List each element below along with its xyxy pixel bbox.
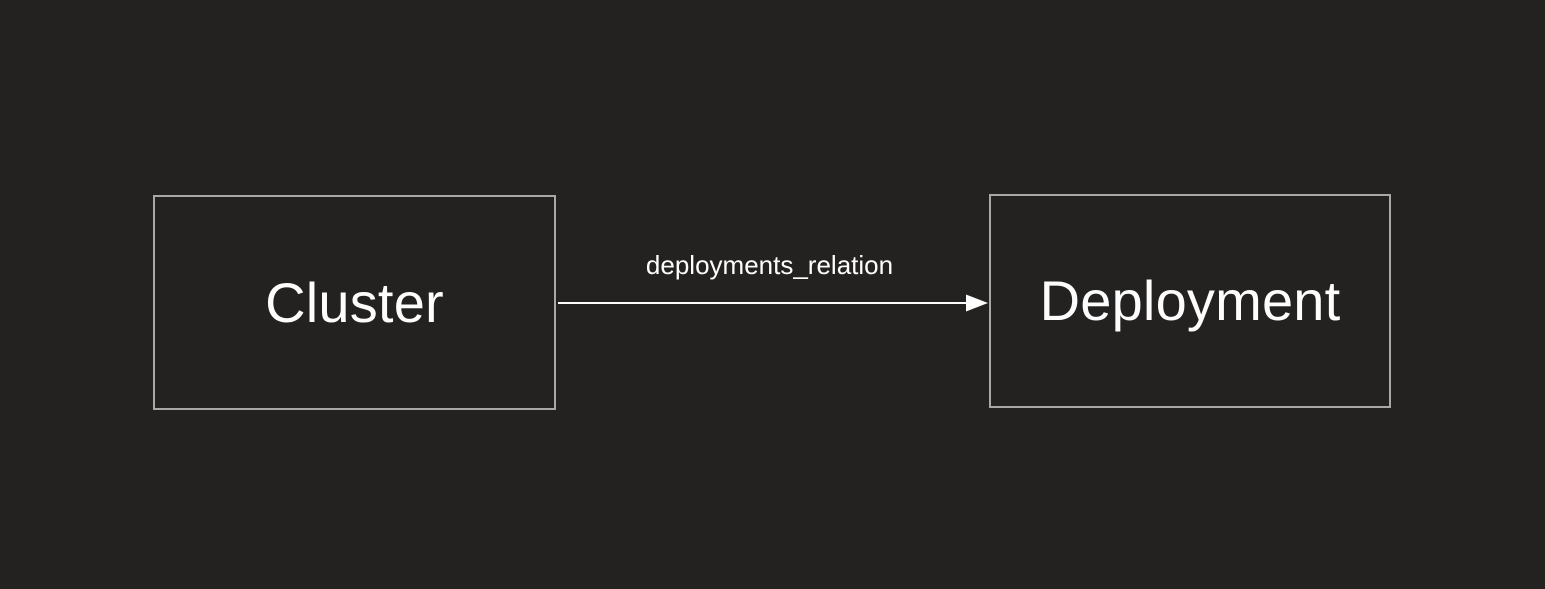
edge-deployments-relation[interactable] (558, 294, 988, 312)
edge-label-text: deployments_relation (645, 250, 894, 280)
arrowhead-icon (966, 294, 988, 312)
node-cluster-label: Cluster (265, 270, 444, 334)
node-deployment-label: Deployment (1039, 269, 1341, 332)
edge-label-deployments-relation: deployments_relation (0, 252, 1545, 278)
node-deployment[interactable]: Deployment (989, 194, 1391, 408)
node-cluster[interactable]: Cluster (153, 195, 556, 410)
